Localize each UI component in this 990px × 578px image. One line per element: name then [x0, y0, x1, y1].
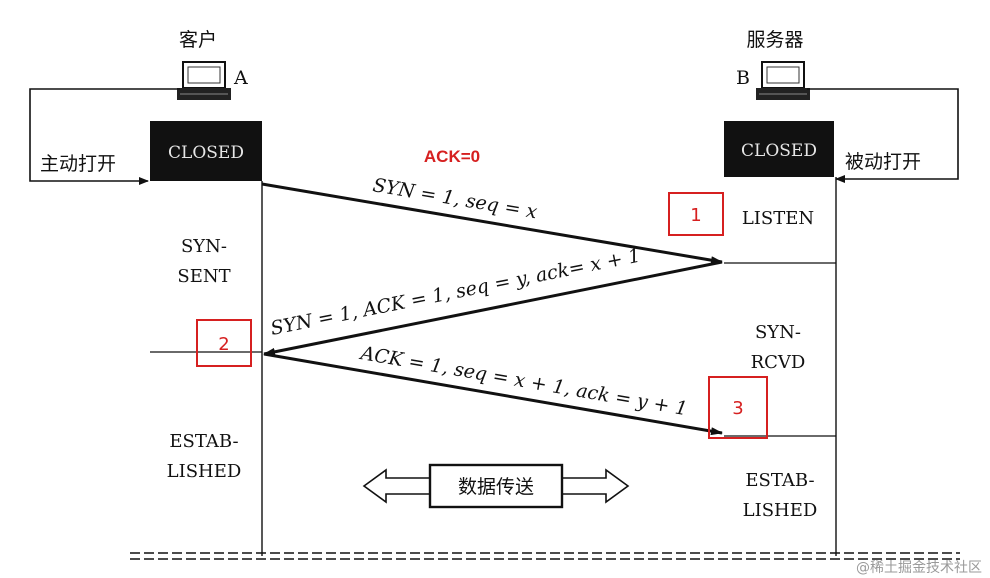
active-open-label: 主动打开: [40, 153, 116, 175]
server-state-syn-rcvd-2: RCVD: [751, 352, 806, 373]
client-host-label: A: [233, 67, 248, 89]
step-box-1: 1: [668, 192, 724, 236]
step-box-3: 3: [708, 376, 768, 439]
client-state-syn-sent-2: SENT: [177, 266, 230, 287]
client-state-established-2: LISHED: [167, 461, 242, 482]
data-transfer-right-arrow: [561, 468, 630, 504]
client-title: 客户: [179, 29, 217, 51]
client-state-syn-sent-1: SYN-: [181, 236, 227, 257]
message-arrow-2: [263, 260, 723, 356]
message-arrow-3: [263, 352, 723, 436]
watermark: @稀土掘金技术社区: [856, 560, 982, 576]
client-closed-state: CLOSED: [168, 143, 244, 163]
data-transfer-box: [428, 463, 564, 509]
message-label-2: SYN = 1, ACK = 1, seq = y, ack= x + 1: [269, 245, 643, 340]
client-state-established-1: ESTAB-: [169, 431, 238, 452]
server-state-established-2: LISHED: [743, 500, 818, 521]
step-number-1: 1: [690, 205, 701, 226]
server-state-established-1: ESTAB-: [745, 470, 814, 491]
data-transfer-left-arrow: [362, 468, 431, 504]
message-label-3: ACK = 1, seq = x + 1, ack = y + 1: [357, 342, 689, 420]
server-closed-state: CLOSED: [741, 141, 817, 161]
step-number-2: 2: [218, 334, 229, 355]
ack-zero-annotation: ACK=0: [424, 147, 480, 166]
data-transfer-label: 数据传送: [458, 476, 534, 498]
step-number-3: 3: [732, 398, 743, 419]
server-closed-box: [724, 121, 834, 177]
active-open-arrow: [29, 88, 180, 185]
server-state-syn-rcvd-1: SYN-: [755, 322, 801, 343]
client-computer-icon: [177, 61, 231, 100]
server-state-listen: LISTEN: [742, 208, 814, 229]
message-arrow-1: [261, 182, 723, 265]
client-closed-box: [150, 121, 262, 181]
server-computer-icon: [756, 61, 810, 100]
step-box-2: 2: [196, 319, 252, 367]
passive-open-label: 被动打开: [845, 151, 921, 173]
passive-open-arrow: [807, 88, 959, 183]
server-host-label: B: [736, 67, 750, 89]
server-title: 服务器: [746, 29, 803, 51]
